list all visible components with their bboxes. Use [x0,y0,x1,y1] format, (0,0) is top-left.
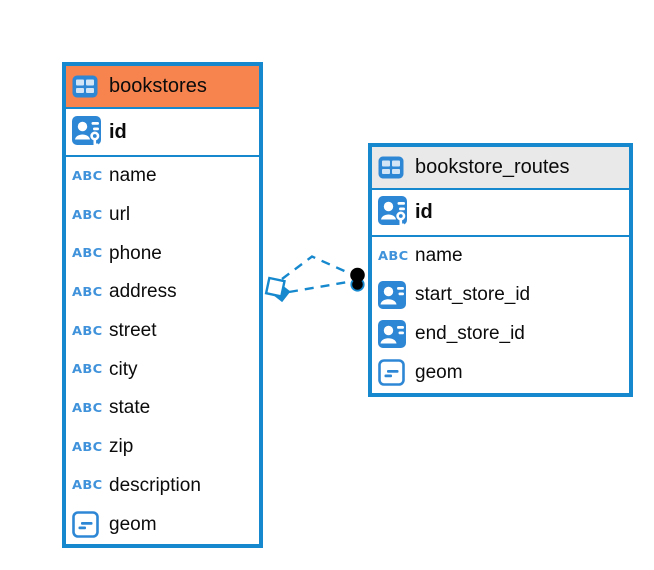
relationship-lines [281,255,352,294]
column-row-city[interactable]: ABC city [66,350,259,390]
relationship-line-upper [281,255,351,280]
column-name: geom [415,361,463,383]
column-row-geom[interactable]: geom [372,353,629,392]
column-row-url[interactable]: ABC url [66,195,259,235]
text-type-icon: ABC [72,246,103,261]
column-name: start_store_id [415,284,531,306]
foreign-key-id-icon [378,319,409,348]
diamond-marker-back [271,283,291,303]
table-name: bookstores [109,75,207,97]
column-row-street[interactable]: ABC street [66,311,259,351]
table-name: bookstore_routes [415,156,570,178]
column-row-zip[interactable]: ABC zip [66,427,259,467]
column-row-id[interactable]: id [66,109,259,157]
column-row-phone[interactable]: ABC phone [66,234,259,274]
dot-marker-lower [350,277,365,292]
column-name: city [109,358,138,380]
primary-key-icon [378,196,409,229]
column-row-name[interactable]: ABC name [66,157,259,196]
column-row-start-store-id[interactable]: start_store_id [372,275,629,315]
table-header-bookstores[interactable]: bookstores [66,66,259,109]
column-row-description[interactable]: ABC description [66,466,259,506]
table-header-bookstore-routes[interactable]: bookstore_routes [372,147,629,190]
column-name: end_store_id [415,322,525,344]
column-name: geom [109,513,157,535]
text-type-icon: ABC [72,323,103,339]
column-name: id [415,201,433,223]
primary-key-icon [72,115,103,149]
column-name: street [109,320,157,342]
text-type-icon: ABC [378,249,409,264]
entity-bookstore-routes[interactable]: bookstore_routes id ABC name [368,143,633,397]
column-row-state[interactable]: ABC state [66,389,259,428]
foreign-key-id-icon [378,281,409,310]
text-type-icon: ABC [72,401,103,416]
geometry-type-icon [378,359,409,386]
text-type-icon: ABC [72,362,103,377]
column-name: zip [109,436,134,458]
column-row-end-store-id[interactable]: end_store_id [372,314,629,354]
text-type-icon: ABC [72,285,103,300]
column-row-id[interactable]: id [372,190,629,237]
diamond-marker [264,276,291,303]
relationship-line-lower [288,280,352,294]
text-type-icon: ABC [72,440,103,455]
geometry-type-icon [72,511,103,538]
diamond-marker-front [264,276,286,298]
text-type-icon: ABC [72,207,103,223]
text-type-icon: ABC [72,169,103,184]
column-name: name [109,165,157,187]
table-icon [72,75,103,98]
dot-marker-upper [350,267,365,283]
text-type-icon: ABC [72,478,103,493]
column-name: address [109,281,177,303]
column-name: name [415,245,463,267]
column-row-name[interactable]: ABC name [372,237,629,276]
column-row-geom[interactable]: geom [66,505,259,544]
column-name: phone [109,242,162,264]
column-name: id [109,120,127,143]
column-name: description [109,474,201,496]
dot-marker [350,267,365,292]
table-icon [378,156,409,179]
column-row-address[interactable]: ABC address [66,273,259,312]
entity-bookstores[interactable]: bookstores id ABC name A [62,62,263,548]
column-name: state [109,397,151,419]
column-name: url [109,204,131,226]
